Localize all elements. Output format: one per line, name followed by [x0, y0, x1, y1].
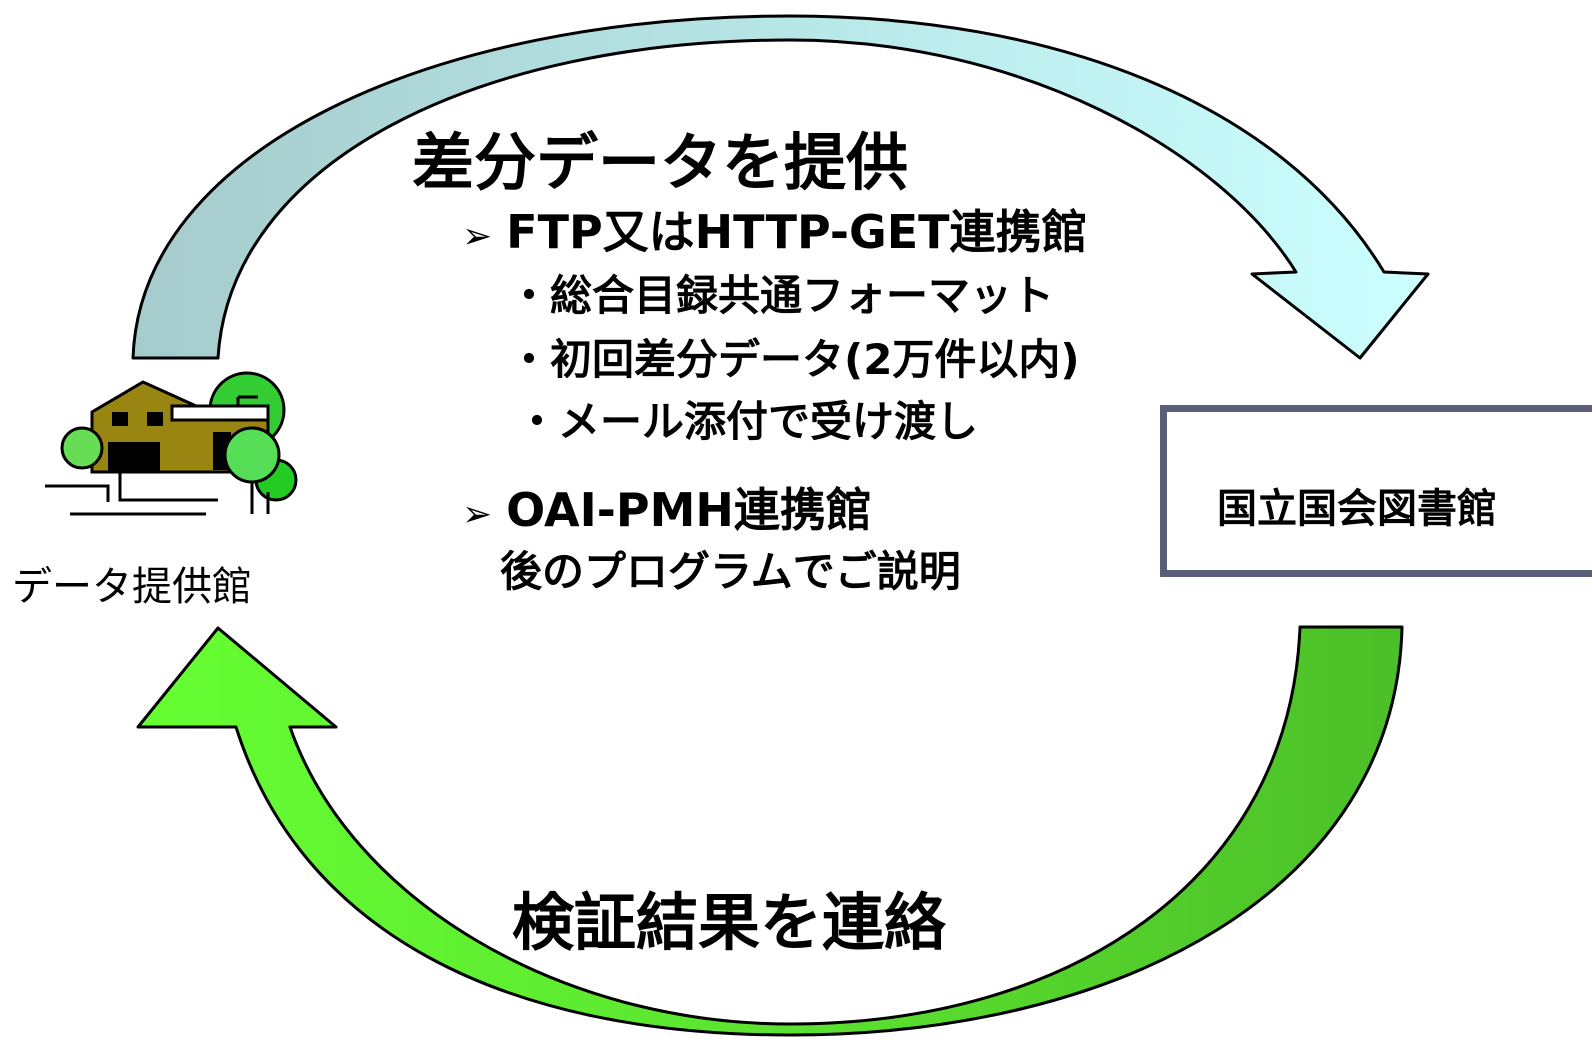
library-building-icon: [45, 371, 298, 516]
bullet-heading: FTP又はHTTP-GET連携館: [506, 205, 1088, 259]
bullet-ftp-http: ➢ FTP又はHTTP-GET連携館: [462, 196, 1088, 262]
bullet-marker-icon: ➢: [462, 494, 493, 535]
ndl-box: 国立国会図書館: [1160, 405, 1592, 577]
subitem-format: ・総合目録共通フォーマット: [508, 271, 1055, 320]
bullet-marker-icon: ➢: [462, 216, 493, 257]
subitem-email: ・メール添付で受け渡し: [516, 397, 979, 446]
ndl-label: 国立国会図書館: [1217, 486, 1497, 532]
subitem-initial-data: ・初回差分データ(2万件以内): [508, 335, 1080, 384]
bullet-heading: OAI-PMH連携館: [506, 483, 872, 537]
bullet-oai-pmh: ➢ OAI-PMH連携館: [462, 474, 872, 540]
provider-label: データ提供館: [12, 564, 252, 610]
top-curved-arrow: [131, 14, 1430, 360]
report-results-title: 検証結果を連絡: [512, 886, 947, 959]
bottom-curved-arrow: [136, 625, 1404, 1037]
provide-diff-data-title: 差分データを提供: [412, 126, 909, 199]
subitem-later-program: 後のプログラムでご説明: [500, 547, 961, 596]
